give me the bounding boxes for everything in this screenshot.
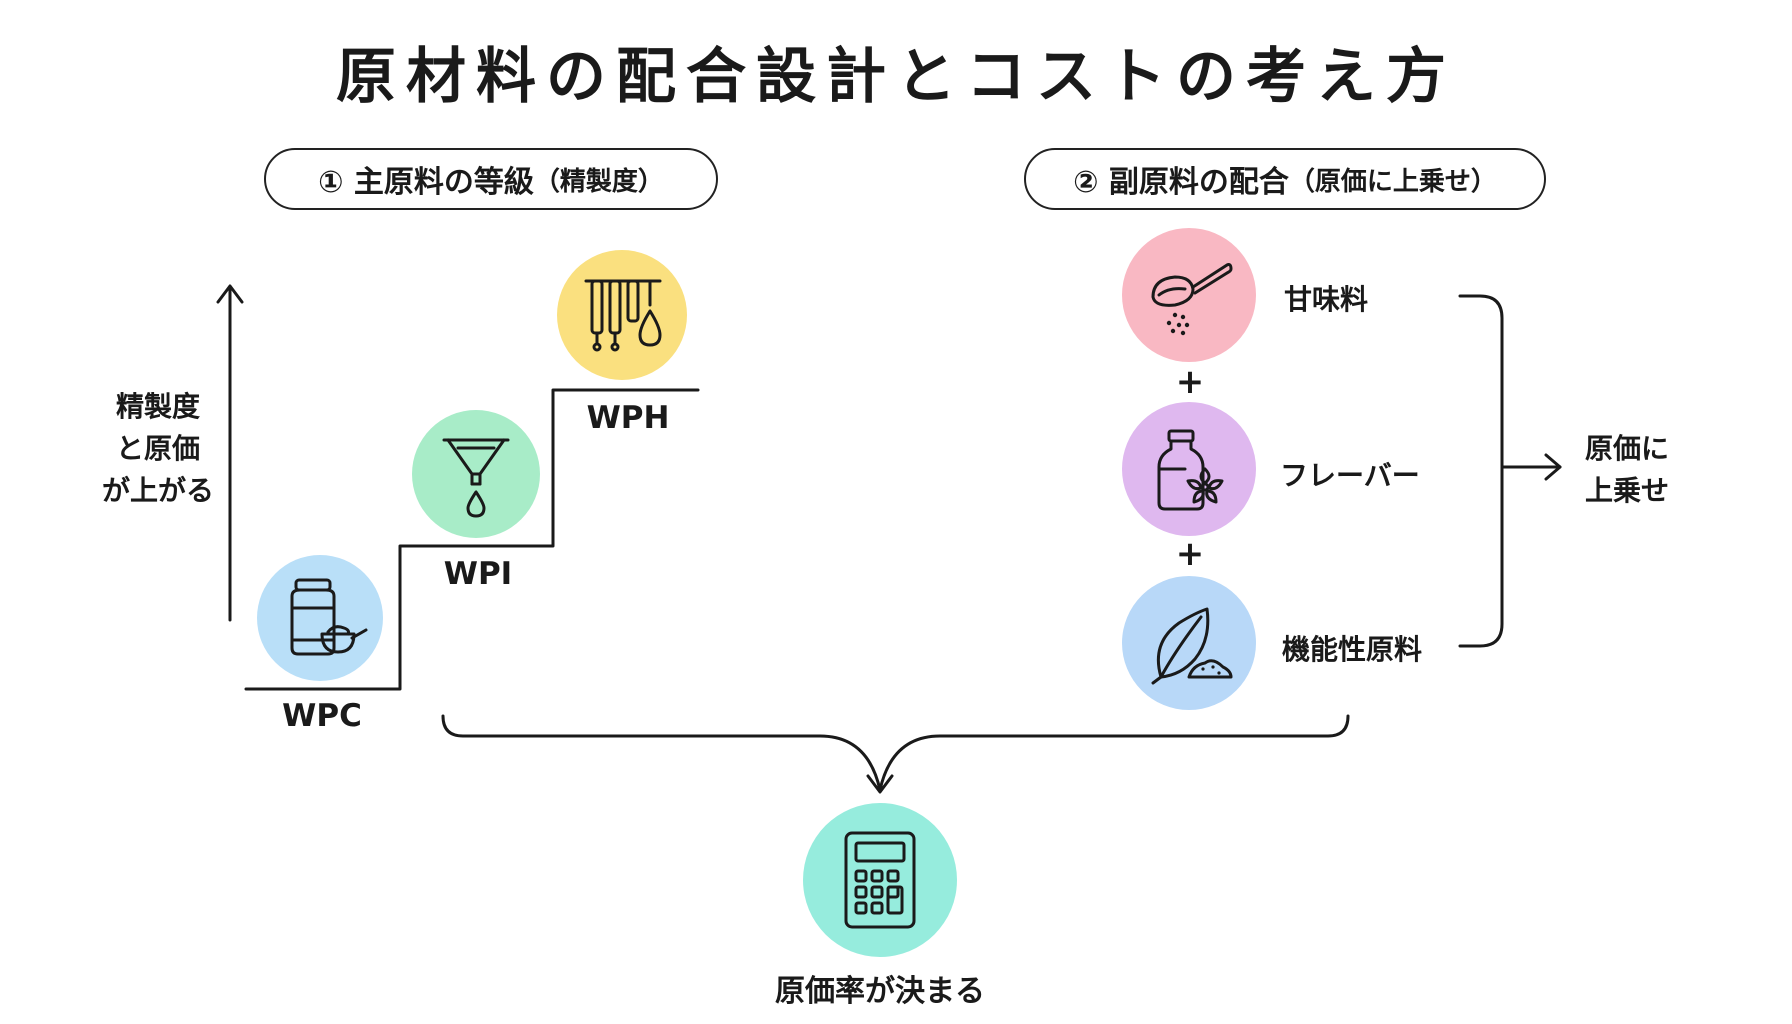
section-1-label: ① 主原料の等級 (318, 165, 534, 200)
cost-addition-line-1: 原価に (1584, 432, 1669, 465)
wpc-label: WPC (282, 698, 362, 734)
cost-addition-label: 原価に 上乗せ (1572, 428, 1682, 512)
axis-label-line-3: が上がる (101, 474, 214, 507)
calculator-circle (803, 803, 957, 957)
hydrolysis-tubes-drop-icon (584, 279, 662, 352)
sweetener-spoon-icon (1151, 263, 1233, 336)
filter-funnel-drop-icon (442, 438, 510, 518)
functional-ingredient-circle (1122, 576, 1256, 710)
plus-sign-1: + (1175, 362, 1205, 402)
axis-label-line-1: 精製度 (115, 390, 200, 423)
calculator-icon (844, 831, 916, 929)
sweetener-label: 甘味料 (1284, 283, 1369, 316)
axis-label-line-2: と原価 (115, 432, 200, 465)
section-2-label: ② 副原料の配合 (1073, 165, 1289, 200)
functional-ingredient-label: 機能性原料 (1282, 633, 1423, 666)
section-1-paren: （精製度） (533, 166, 664, 197)
flavor-circle (1122, 402, 1256, 536)
protein-jar-scoop-icon (290, 578, 368, 656)
side-ingredients-bracket (1458, 294, 1504, 648)
section-2-paren: （原価に上乗せ） (1288, 166, 1497, 197)
wpc-circle (257, 555, 383, 681)
cost-bracket (441, 714, 1350, 792)
wpi-circle (412, 410, 540, 538)
wph-circle (557, 250, 687, 380)
flavor-bottle-flower-icon (1157, 429, 1224, 511)
wpi-label: WPI (443, 556, 513, 592)
refinement-staircase (244, 388, 700, 691)
section-2-header: ② 副原料の配合 （原価に上乗せ） (1024, 148, 1546, 210)
page-title: 原材料の配合設計とコストの考え方 (336, 42, 1456, 112)
cost-addition-line-2: 上乗せ (1584, 474, 1669, 507)
sweetener-circle (1122, 228, 1256, 362)
leaf-powder-icon (1151, 607, 1233, 685)
wph-label: WPH (586, 400, 670, 436)
section-1-header: ① 主原料の等級 （精製度） (264, 148, 718, 210)
flavor-label: フレーバー (1280, 459, 1420, 492)
result-label: 原価率が決まる (775, 974, 985, 1009)
plus-sign-2: + (1175, 534, 1205, 574)
refinement-axis-label: 精製度 と原価 が上がる (96, 386, 220, 512)
